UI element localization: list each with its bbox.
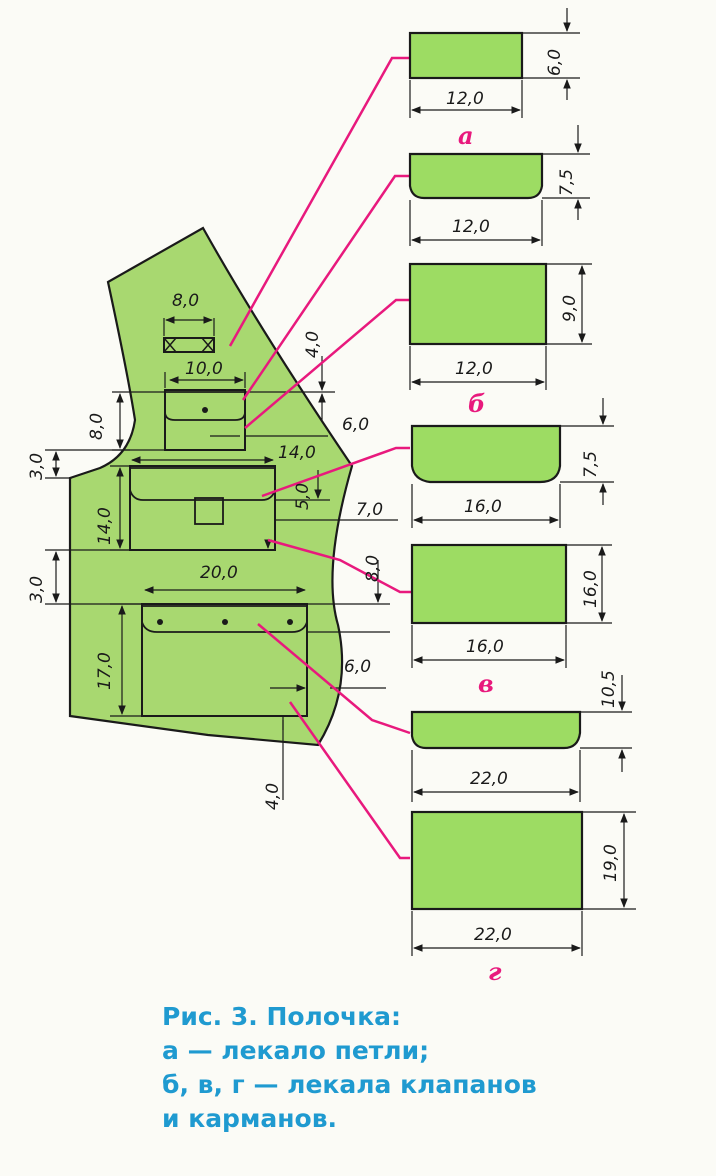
template-b2-height: 9,0 — [560, 295, 580, 322]
template-b2-letter: б — [468, 389, 485, 418]
dim-side-offset-lower: 3,0 — [27, 576, 47, 603]
caption-line-1: Рис. 3. Полочка: — [162, 1002, 402, 1031]
template-b1 — [408, 152, 544, 200]
template-v1-height: 7,5 — [581, 451, 601, 478]
template-b2 — [408, 262, 548, 346]
template-v2 — [410, 543, 568, 625]
template-g1 — [410, 710, 582, 750]
caption-line-2: а — лекало петли; — [162, 1036, 430, 1065]
loop-marker — [163, 337, 215, 353]
template-v1-width: 16,0 — [464, 497, 502, 517]
dim-flap-top-gap: 6,0 — [342, 415, 369, 435]
front-panel — [45, 226, 398, 800]
upper-pocket — [164, 389, 246, 451]
template-g2-letter: г — [488, 957, 502, 986]
caption-line-3: б, в, г — лекала клапанов — [162, 1070, 537, 1099]
template-g2-width: 22,0 — [474, 925, 512, 945]
dim-chest-height: 14,0 — [95, 507, 115, 545]
template-v1 — [410, 424, 562, 484]
template-b1-height: 7,5 — [557, 169, 577, 196]
front-panel-outline — [68, 226, 354, 747]
template-g1-width: 22,0 — [470, 769, 508, 789]
dim-chest-width: 14,0 — [278, 443, 316, 463]
figure-caption: Рис. 3. Полочка: а — лекало петли; б, в,… — [162, 1000, 702, 1136]
template-a-letter: а — [458, 121, 474, 150]
dim-lower-height: 17,0 — [95, 652, 115, 690]
dim-side-offset-upper: 3,0 — [27, 453, 47, 480]
lower-pocket — [141, 603, 308, 717]
template-g2-height: 19,0 — [601, 844, 621, 882]
template-b1-width: 12,0 — [452, 217, 490, 237]
template-v2-width: 16,0 — [466, 637, 504, 657]
template-a-width: 12,0 — [446, 89, 484, 109]
dim-chest-flap-height: 5,0 — [293, 483, 313, 510]
caption-line-4: и карманов. — [162, 1104, 338, 1133]
template-a-height: 6,0 — [545, 49, 565, 76]
dim-flap-top-width: 10,0 — [185, 359, 223, 379]
dim-bottom-offset: 4,0 — [263, 783, 283, 810]
dim-lower-gap: 6,0 — [344, 657, 371, 677]
template-a — [408, 31, 524, 80]
dim-lower-offset-top: 8,0 — [363, 555, 383, 582]
template-g2 — [410, 810, 584, 911]
dim-loop-width: 8,0 — [172, 291, 199, 311]
template-v2-letter: в — [478, 669, 494, 698]
chest-pocket — [129, 465, 276, 551]
dim-lower-width: 20,0 — [200, 563, 238, 583]
template-g1-height: 10,5 — [599, 670, 619, 708]
dim-chest-gap: 7,0 — [356, 500, 383, 520]
template-v2-height: 16,0 — [581, 570, 601, 608]
leader-lines — [228, 56, 412, 860]
template-b2-width: 12,0 — [455, 359, 493, 379]
dim-flap-top-offset: 4,0 — [303, 331, 323, 358]
dim-flap-top-height: 8,0 — [87, 413, 107, 440]
